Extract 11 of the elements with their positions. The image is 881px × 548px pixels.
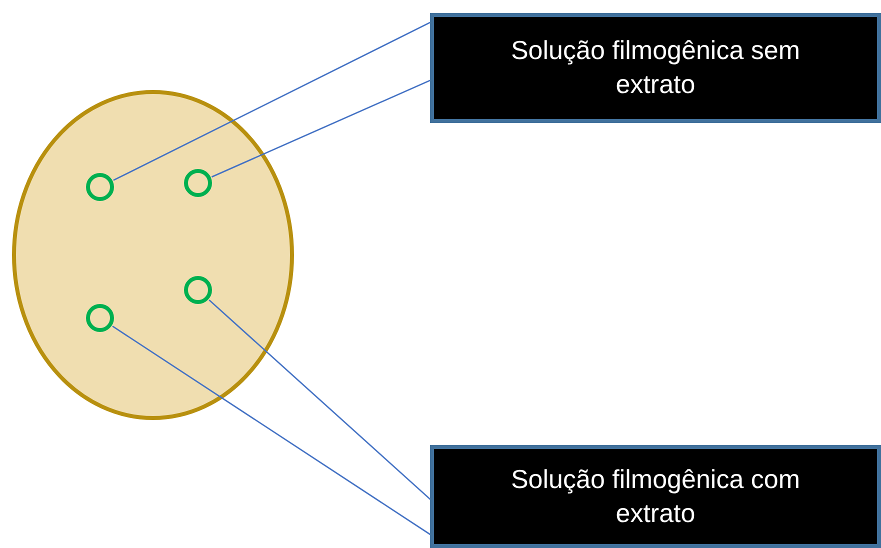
- well-circle: [85, 172, 115, 202]
- well-circle: [85, 303, 115, 333]
- text-box: Solução filmogênica sem extrato: [430, 13, 881, 123]
- petri-dish: [12, 90, 294, 420]
- leader-line: [208, 300, 432, 501]
- well-circle: [183, 168, 213, 198]
- well-circle: [183, 275, 213, 305]
- text-box: Solução filmogênica com extrato: [430, 445, 881, 548]
- leader-line: [113, 21, 432, 181]
- leader-line: [211, 79, 432, 178]
- leader-line: [112, 326, 432, 536]
